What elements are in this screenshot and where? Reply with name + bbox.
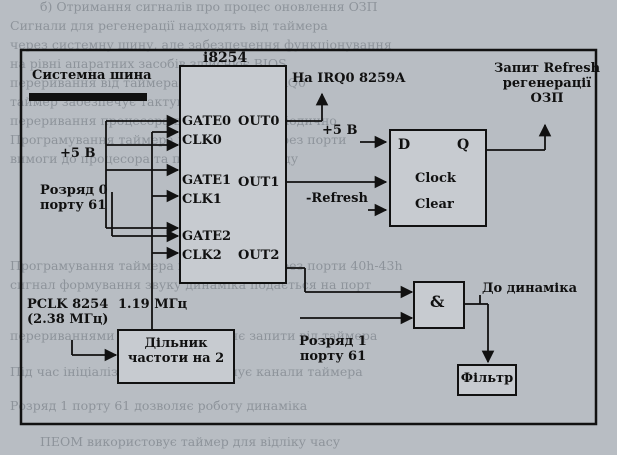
ff-clear-label: Clear [415,197,454,212]
gate0-label: GATE0 [182,114,232,129]
bg-text-14: Розряд 1 порту 61 дозволяє роботу динамі… [10,398,308,413]
ff-clock-label: Clock [415,171,456,186]
gate2-label: GATE2 [182,229,232,244]
bg-text-3: через системну шину, але забезпечення фу… [10,37,392,52]
pclk-line1: PCLK 8254 [27,297,109,312]
i8254-chip [179,65,287,284]
divider-label: Дільник частоти на 2 [118,336,234,367]
irq-label: На IRQ0 8259A [292,71,406,86]
clk0-label: CLK0 [182,133,222,148]
plus5v-right-label: +5 В [322,123,358,138]
bg-text-15: ПЕОМ використовує таймер для відліку час… [40,434,341,449]
flip-flop-block [389,129,487,227]
filter-label: Фільтр [460,371,514,386]
divider-line2: частоти на 2 [127,350,225,366]
filter-block [457,364,517,396]
chip-title: i8254 [203,50,248,66]
refresh-request-line3: ОЗП [530,90,564,106]
divider-line1: Дільник [144,336,208,351]
bg-text-1: б) Отримання сигналів про процес оновлен… [40,0,378,14]
refresh-request-line2: регенерації [502,75,592,91]
system-bus-label: Системна шина [32,68,152,83]
bit0-line1: Розряд 0 [40,183,108,198]
bit1-port61-label: Розряд 1 порту 61 [293,334,373,365]
and-gate-label: & [430,292,445,311]
out1-label: OUT1 [238,175,280,190]
clk2-label: CLK2 [182,248,222,263]
ff-d-label: D [398,137,411,153]
system-bus-bar [29,93,147,101]
refresh-request-line1: Запит Refresh [493,61,601,76]
ff-q-label: Q [457,137,470,153]
frequency-label: 1.19 МГц [118,297,188,312]
bit1-line2: порту 61 [299,348,367,364]
and-gate-block [413,281,465,329]
bit0-port61-label: Розряд 0 порту 61 [40,183,108,214]
plus5v-left-label: +5 В [60,146,96,161]
gate1-label: GATE1 [182,173,232,188]
outer-frame [19,48,598,426]
divider-block [117,329,235,384]
out0-label: OUT0 [238,114,280,129]
speaker-label: До динаміка [482,281,578,296]
bit1-line1: Розряд 1 [299,334,367,349]
bit0-line2: порту 61 [40,197,107,213]
pclk-line2: (2.38 МГц) [27,311,109,327]
bg-text-2: Сигнали для регенерації надходять від та… [10,18,328,33]
clk1-label: CLK1 [182,192,222,207]
out2-label: OUT2 [238,248,280,263]
refresh-request-label: Запит Refresh регенерації ОЗП [492,61,602,107]
pclk-label: PCLK 8254 (2.38 МГц) [27,297,109,328]
refresh-neg-label: -Refresh [306,191,368,206]
bg-text-8: Програмування таймера відбувається через… [10,132,346,147]
